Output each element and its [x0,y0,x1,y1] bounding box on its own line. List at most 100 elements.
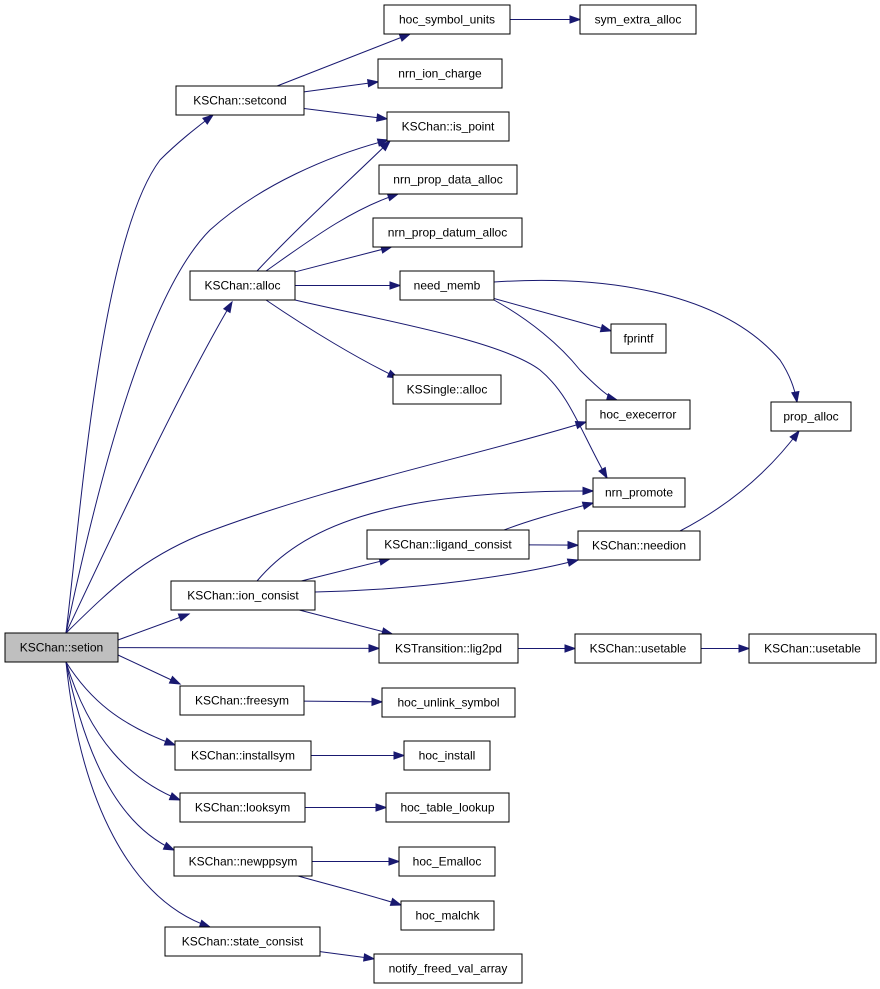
edge-alloc-to-nrn_promote-arrowhead [598,466,608,480]
node-box-setion [4,632,119,663]
edge-setion-to-setcond [65,114,214,634]
edge-ion_consist-to-nrn_promote-arrowhead [582,486,595,496]
node-ligand_consist[interactable]: KSChan::ligand_consist [366,529,530,560]
edge-need_memb-to-fprintf-arrowhead [599,323,613,333]
node-label-nrn_prop_data_alloc: nrn_prop_data_alloc [393,173,502,187]
edges-layer [65,15,800,962]
node-needion[interactable]: KSChan::needion [577,530,701,561]
edge-newppsym-to-hoc_malchk-arrowhead [389,897,403,906]
edge-usetable1-to-usetable2-arrowhead [738,644,751,653]
edge-setion-to-looksym [65,661,181,801]
node-notify_freed_val_array[interactable]: notify_freed_val_array [373,953,523,984]
edge-setion-to-state_consist-arrowhead [198,919,212,928]
node-nrn_prop_data_alloc[interactable]: nrn_prop_data_alloc [378,164,518,195]
node-ion_consist[interactable]: KSChan::ion_consist [170,580,316,611]
edge-setcond-to-hoc_symbol_units-arrowhead [398,33,412,42]
edge-need_memb-to-hoc_execerror [493,299,618,401]
node-looksym[interactable]: KSChan::looksym [179,792,306,823]
node-is_point[interactable]: KSChan::is_point [386,111,510,142]
edge-setion-to-state_consist [65,661,211,928]
edge-ion_consist-to-needion-arrowhead [566,558,580,567]
edge-setcond-to-hoc_symbol_units [276,33,411,87]
node-box-hoc_malchk [400,900,495,931]
edge-freesym-to-hoc_unlink_symbol-arrowhead [371,697,384,707]
edge-alloc-to-need_memb-arrowhead [389,281,402,290]
node-hoc_symbol_units[interactable]: hoc_symbol_units [383,4,511,35]
edge-setcond-to-is_point-arrowhead [376,113,389,122]
node-label-installsym: KSChan::installsym [191,749,295,763]
node-label-nrn_promote: nrn_promote [605,486,673,500]
edge-setion-to-newppsym [65,661,175,851]
node-freesym[interactable]: KSChan::freesym [179,685,305,716]
node-hoc_execerror[interactable]: hoc_execerror [585,399,691,430]
node-label-freesym: KSChan::freesym [195,694,289,708]
node-nrn_ion_charge[interactable]: nrn_ion_charge [377,58,503,89]
node-lig2pd[interactable]: KSTransition::lig2pd [378,633,519,664]
node-state_consist[interactable]: KSChan::state_consist [164,926,321,957]
node-label-notify_freed_val_array: notify_freed_val_array [389,962,508,976]
node-box-hoc_Emalloc [398,846,496,877]
node-sym_extra_alloc[interactable]: sym_extra_alloc [579,4,697,35]
edge-newppsym-to-hoc_Emalloc-arrowhead [388,857,401,866]
edge-setcond-to-nrn_ion_charge [303,81,379,93]
node-nrn_prop_datum_alloc[interactable]: nrn_prop_datum_alloc [372,217,523,248]
node-box-alloc [189,270,296,301]
node-usetable2[interactable]: KSChan::usetable [748,633,877,664]
node-label-looksym: KSChan::looksym [195,801,290,815]
node-setion[interactable]: KSChan::setion [4,632,119,663]
edge-need_memb-to-prop_alloc [493,279,798,403]
node-box-notify_freed_val_array [373,953,523,984]
node-label-usetable2: KSChan::usetable [764,642,861,656]
node-label-hoc_malchk: hoc_malchk [415,909,480,923]
node-installsym[interactable]: KSChan::installsym [174,740,312,771]
node-hoc_install[interactable]: hoc_install [403,740,491,771]
node-usetable1[interactable]: KSChan::usetable [574,633,702,664]
node-alloc[interactable]: KSChan::alloc [189,270,296,301]
edge-newppsym-to-hoc_malchk [297,875,402,906]
node-box-need_memb [399,270,495,301]
edge-setion-to-freesym-arrowhead [168,675,182,685]
node-need_memb[interactable]: need_memb [399,270,495,301]
node-newppsym[interactable]: KSChan::newppsym [173,846,313,877]
node-label-alloc: KSChan::alloc [204,279,280,293]
node-prop_alloc[interactable]: prop_alloc [770,401,852,432]
edge-freesym-to-hoc_unlink_symbol [303,700,383,703]
node-setcond[interactable]: KSChan::setcond [175,85,305,116]
node-label-hoc_table_lookup: hoc_table_lookup [400,801,494,815]
node-label-hoc_symbol_units: hoc_symbol_units [399,13,495,27]
node-hoc_table_lookup[interactable]: hoc_table_lookup [385,792,510,823]
edge-setion-to-ion_consist-arrowhead [177,613,191,622]
node-hoc_malchk[interactable]: hoc_malchk [400,900,495,931]
node-box-hoc_unlink_symbol [381,687,516,718]
node-label-fprintf: fprintf [623,332,654,346]
node-box-newppsym [173,846,313,877]
node-box-fprintf [610,323,667,354]
edge-need_memb-to-prop_alloc-arrowhead [791,390,800,404]
node-label-is_point: KSChan::is_point [402,120,495,134]
node-label-setion: KSChan::setion [20,641,103,655]
node-label-hoc_execerror: hoc_execerror [600,408,677,422]
edge-alloc-to-nrn_prop_datum_alloc [294,246,392,273]
node-hoc_Emalloc[interactable]: hoc_Emalloc [398,846,496,877]
node-box-hoc_install [403,740,491,771]
node-label-prop_alloc: prop_alloc [783,410,838,424]
node-label-lig2pd: KSTransition::lig2pd [395,642,502,656]
node-box-sym_extra_alloc [579,4,697,35]
node-nrn_promote[interactable]: nrn_promote [592,477,686,508]
edge-ion_consist-to-lig2pd [299,609,393,635]
node-box-ligand_consist [366,529,530,560]
node-hoc_unlink_symbol[interactable]: hoc_unlink_symbol [381,687,516,718]
node-box-setcond [175,85,305,116]
node-ksingle_alloc[interactable]: KSSingle::alloc [392,374,502,405]
node-label-need_memb: need_memb [414,279,481,293]
node-fprintf[interactable]: fprintf [610,323,667,354]
node-label-nrn_ion_charge: nrn_ion_charge [398,67,482,81]
node-box-nrn_promote [592,477,686,508]
nodes-layer: KSChan::setion KSChan::setcond hoc_symbol_… [4,4,877,984]
node-box-installsym [174,740,312,771]
node-box-usetable2 [748,633,877,664]
edge-ligand_consist-to-nrn_promote [503,502,594,531]
edge-setion-to-looksym-arrowhead [168,792,182,801]
node-label-newppsym: KSChan::newppsym [189,855,298,869]
